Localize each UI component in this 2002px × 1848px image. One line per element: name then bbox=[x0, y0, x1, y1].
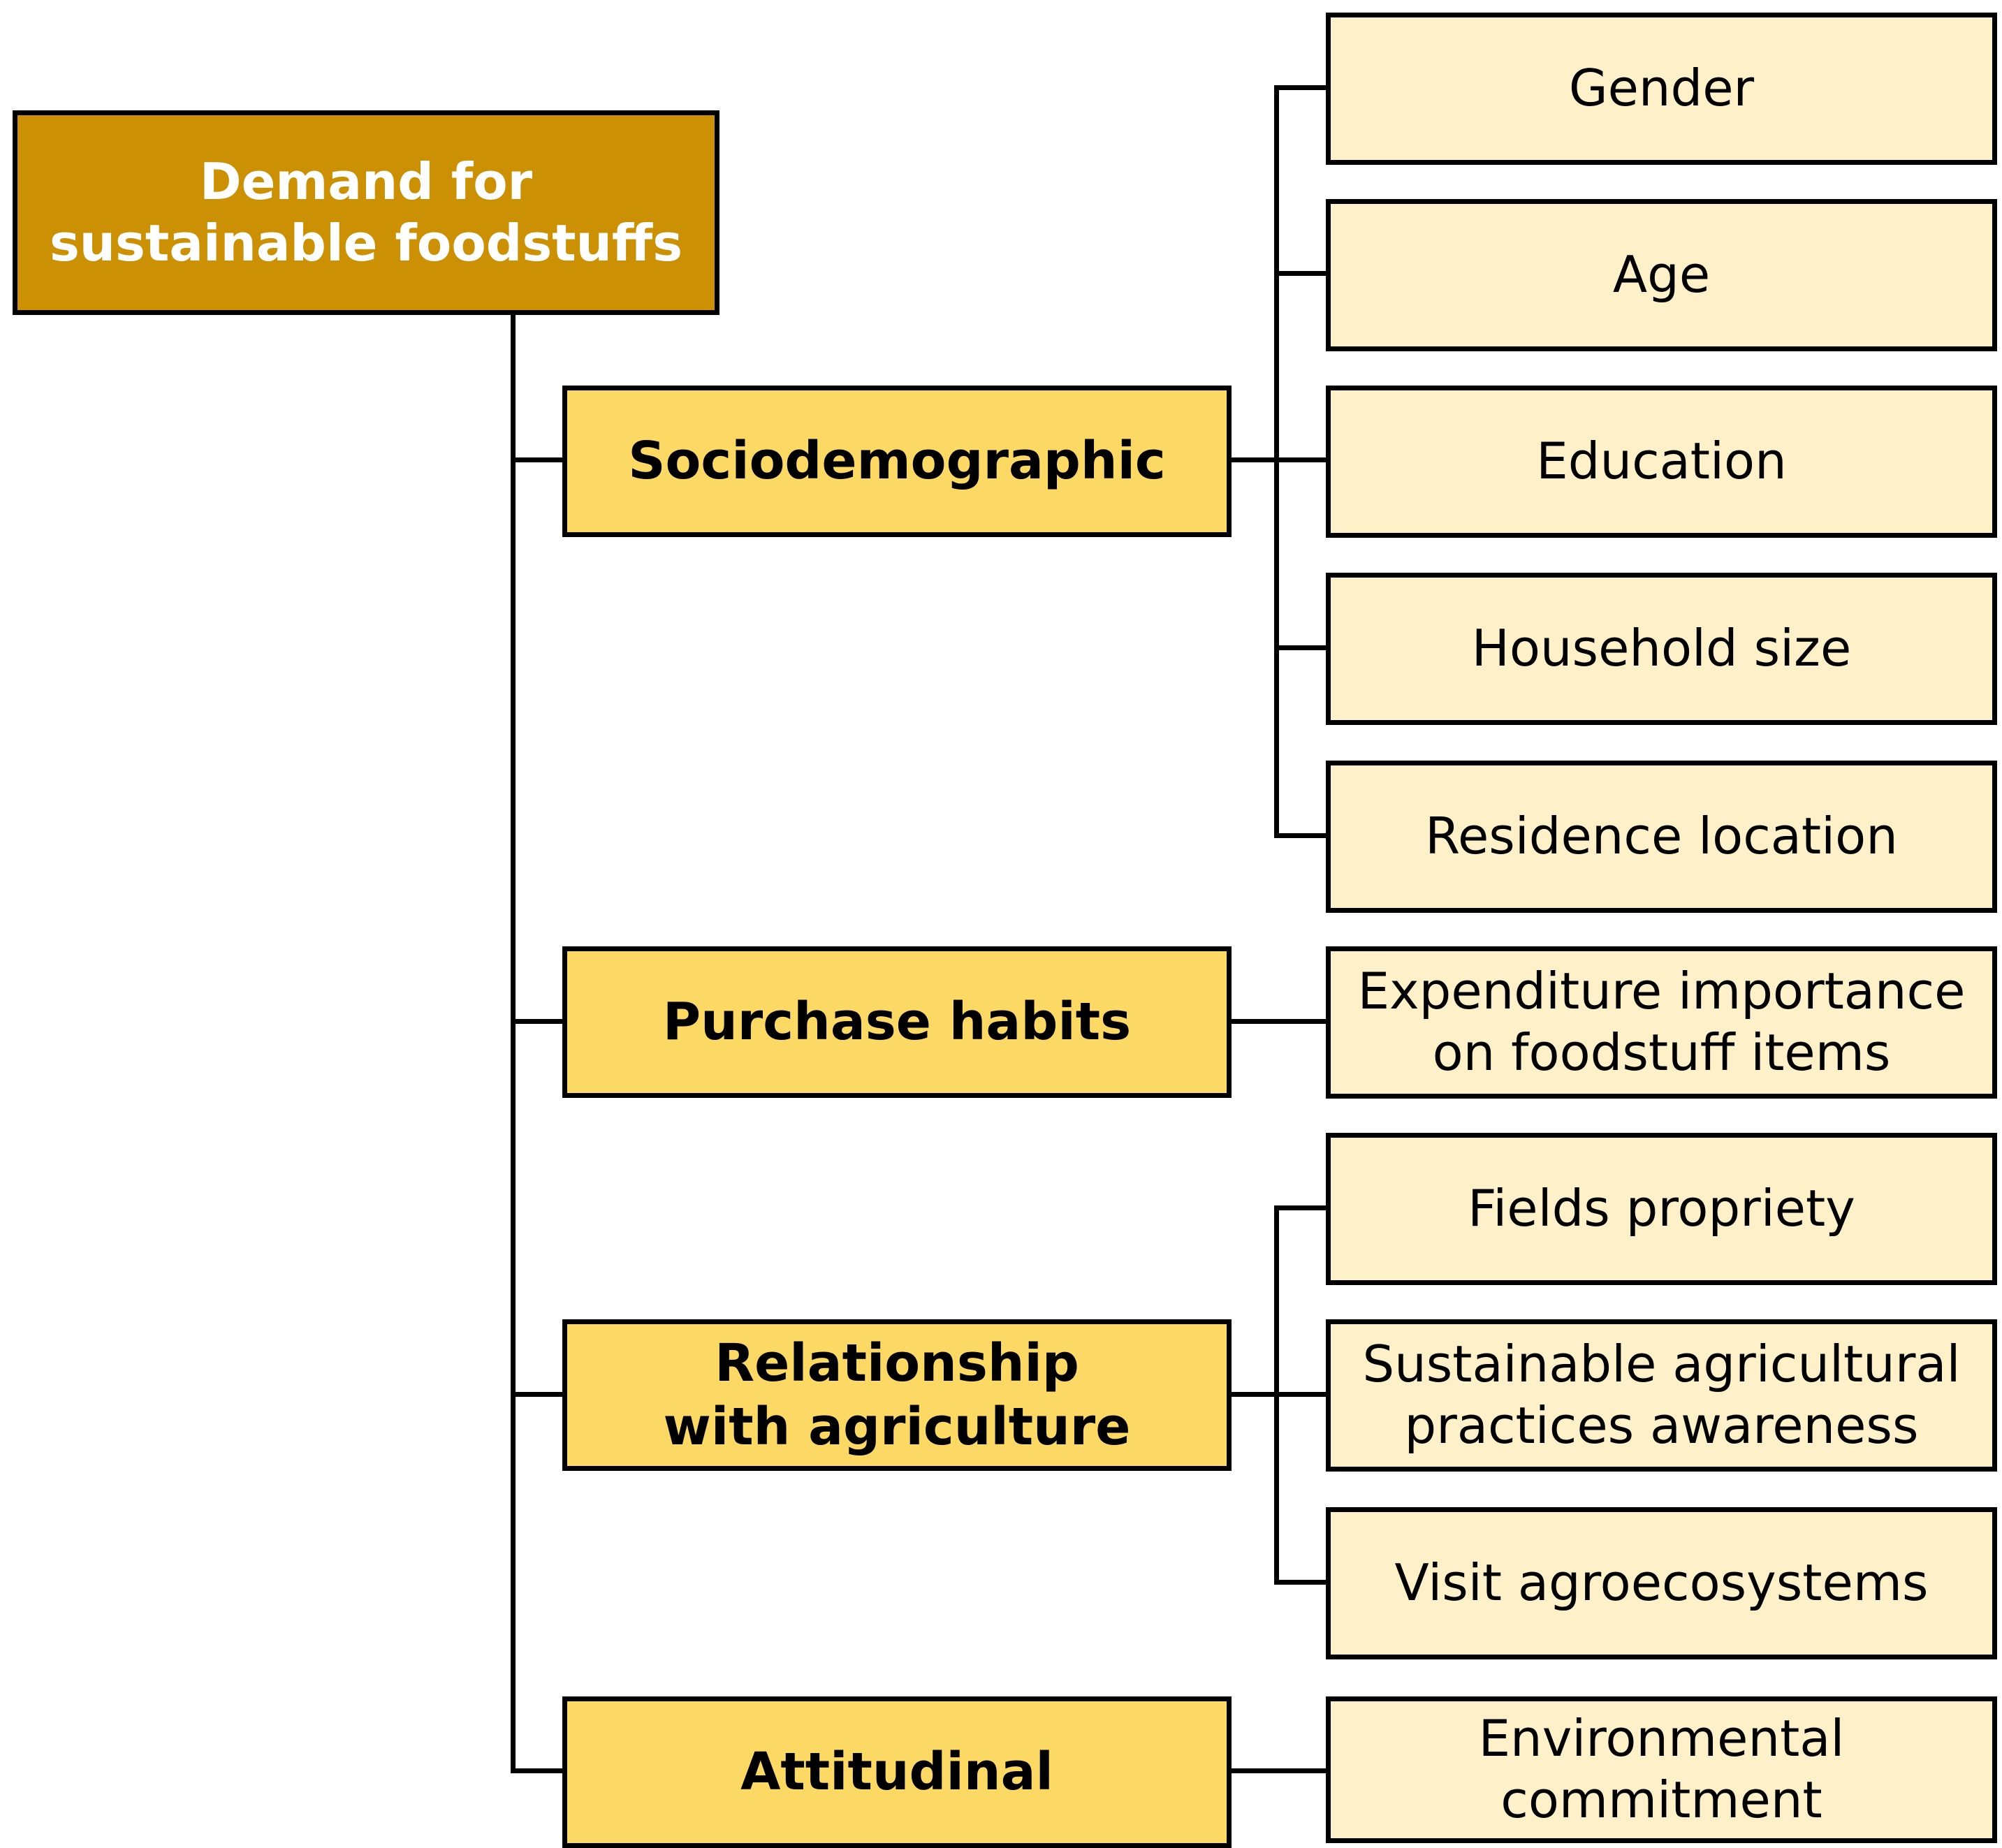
tick-fields-propriety bbox=[1274, 1205, 1326, 1210]
trunk-line bbox=[511, 314, 516, 1773]
connector-relationship bbox=[1227, 1392, 1279, 1397]
leaf-label: Gender bbox=[1568, 59, 1755, 118]
leaf-label: Environmental commitment bbox=[1478, 1709, 1845, 1829]
category-label: Attitudinal bbox=[740, 1742, 1053, 1803]
tick-residence-location bbox=[1274, 833, 1326, 838]
leaf-label: Visit agroecosystems bbox=[1394, 1553, 1929, 1613]
connector-purchase-habits bbox=[1227, 1019, 1326, 1024]
leaf-box-residence-location: Residence location bbox=[1326, 761, 1997, 913]
category-box-sociodemographic: Sociodemographic bbox=[562, 386, 1232, 537]
root-label: Demand for sustainable foodstuffs bbox=[49, 152, 683, 272]
connector-attitudinal bbox=[1227, 1768, 1326, 1773]
tick-household-size bbox=[1274, 645, 1326, 650]
leaf-label: Residence location bbox=[1425, 807, 1898, 866]
leaf-label: Fields propriety bbox=[1468, 1179, 1855, 1238]
leaf-box-age: Age bbox=[1326, 199, 1997, 351]
leaf-label: Age bbox=[1612, 245, 1711, 305]
leaf-box-education: Education bbox=[1326, 386, 1997, 538]
leaf-box-sustainable-practices: Sustainable agricultural practices aware… bbox=[1326, 1319, 1997, 1472]
leaf-label: Education bbox=[1536, 432, 1787, 491]
leaf-box-household-size: Household size bbox=[1326, 573, 1997, 725]
leaf-label: Sustainable agricultural practices aware… bbox=[1362, 1335, 1961, 1455]
category-label: Sociodemographic bbox=[628, 431, 1166, 492]
tick-gender bbox=[1274, 85, 1326, 90]
category-label: Relationship with agriculture bbox=[663, 1333, 1131, 1457]
tick-age bbox=[1274, 271, 1326, 276]
branch-line-attitudinal bbox=[511, 1768, 562, 1773]
tick-sustainable-practices bbox=[1274, 1392, 1326, 1397]
tick-visit-agroecosystems bbox=[1274, 1580, 1326, 1585]
leaf-box-gender: Gender bbox=[1326, 13, 1997, 165]
leaf-label: Expenditure importance on foodstuff item… bbox=[1357, 962, 1966, 1082]
leaf-box-visit-agroecosystems: Visit agroecosystems bbox=[1326, 1507, 1997, 1659]
tick-education bbox=[1274, 457, 1326, 462]
category-box-relationship: Relationship with agriculture bbox=[562, 1319, 1232, 1471]
branch-line-relationship bbox=[511, 1392, 562, 1397]
leaf-box-fields-propriety: Fields propriety bbox=[1326, 1133, 1997, 1285]
leaf-label: Household size bbox=[1471, 619, 1852, 678]
leaf-box-environmental-commitment: Environmental commitment bbox=[1326, 1696, 1997, 1843]
branch-line-purchase-habits bbox=[511, 1019, 562, 1024]
category-label: Purchase habits bbox=[662, 992, 1132, 1053]
category-box-attitudinal: Attitudinal bbox=[562, 1696, 1232, 1848]
connector-sociodemographic bbox=[1227, 457, 1279, 462]
leaf-box-expenditure-importance: Expenditure importance on foodstuff item… bbox=[1326, 946, 1997, 1099]
category-box-purchase-habits: Purchase habits bbox=[562, 946, 1232, 1098]
root-box: Demand for sustainable foodstuffs bbox=[13, 110, 719, 315]
branch-line-sociodemographic bbox=[511, 457, 562, 462]
